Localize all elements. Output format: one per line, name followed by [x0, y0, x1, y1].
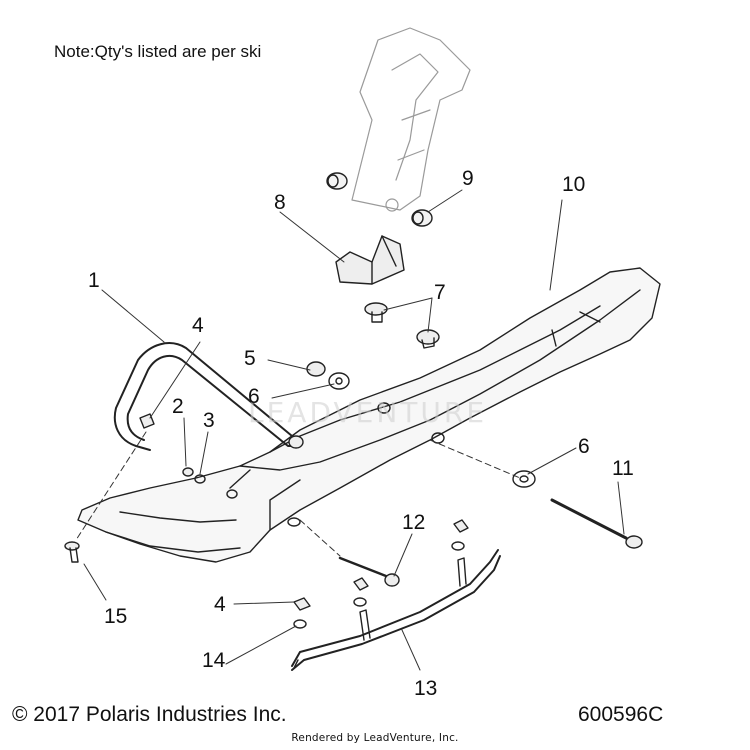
callout-8[interactable]: 8 [274, 191, 286, 214]
callout-11[interactable]: 11 [612, 457, 634, 480]
callout-2[interactable]: 2 [172, 395, 184, 418]
callout-4-lower[interactable]: 4 [214, 593, 226, 616]
alignment-lines [75, 431, 521, 557]
bolt-12 [338, 556, 400, 587]
washer-14 [293, 541, 465, 629]
callout-5[interactable]: 5 [244, 347, 256, 370]
watermark: LEADVENTURE [248, 396, 488, 429]
loop-handle-1 [113, 342, 304, 451]
bolt-11 [550, 498, 643, 549]
callout-6-right[interactable]: 6 [578, 435, 590, 458]
callout-6-left[interactable]: 6 [248, 385, 260, 408]
diagram-part-number: 600596C [578, 703, 664, 726]
spindle-ghost [351, 27, 471, 212]
bolt-15 [64, 541, 80, 563]
callout-7[interactable]: 7 [434, 281, 446, 304]
callout-10[interactable]: 10 [562, 173, 586, 196]
leader-lines [83, 189, 625, 671]
shoulder-bolt-7 [364, 302, 440, 349]
rendered-by-text: Rendered by LeadVenture, Inc. [291, 732, 459, 744]
callout-15[interactable]: 15 [104, 605, 128, 628]
copyright-text: © 2017 Polaris Industries Inc. [12, 703, 287, 726]
ski-body-10 [77, 267, 661, 563]
nut-4-upper [139, 413, 155, 429]
callout-14[interactable]: 14 [202, 649, 226, 672]
wear-block-8 [335, 235, 405, 285]
callout-9[interactable]: 9 [462, 167, 474, 190]
nut-4-lower [293, 519, 469, 611]
callout-12[interactable]: 12 [402, 511, 426, 534]
callout-1[interactable]: 1 [88, 269, 100, 292]
callout-4-upper[interactable]: 4 [192, 314, 204, 337]
callout-13[interactable]: 13 [414, 677, 438, 700]
bushing-9 [326, 172, 433, 227]
note-text: Note:Qty's listed are per ski [54, 42, 262, 61]
washer-6-right [512, 470, 536, 488]
carbide-runner-13 [291, 549, 501, 671]
nut-2-washer-3 [182, 467, 206, 484]
callout-3[interactable]: 3 [203, 409, 215, 432]
